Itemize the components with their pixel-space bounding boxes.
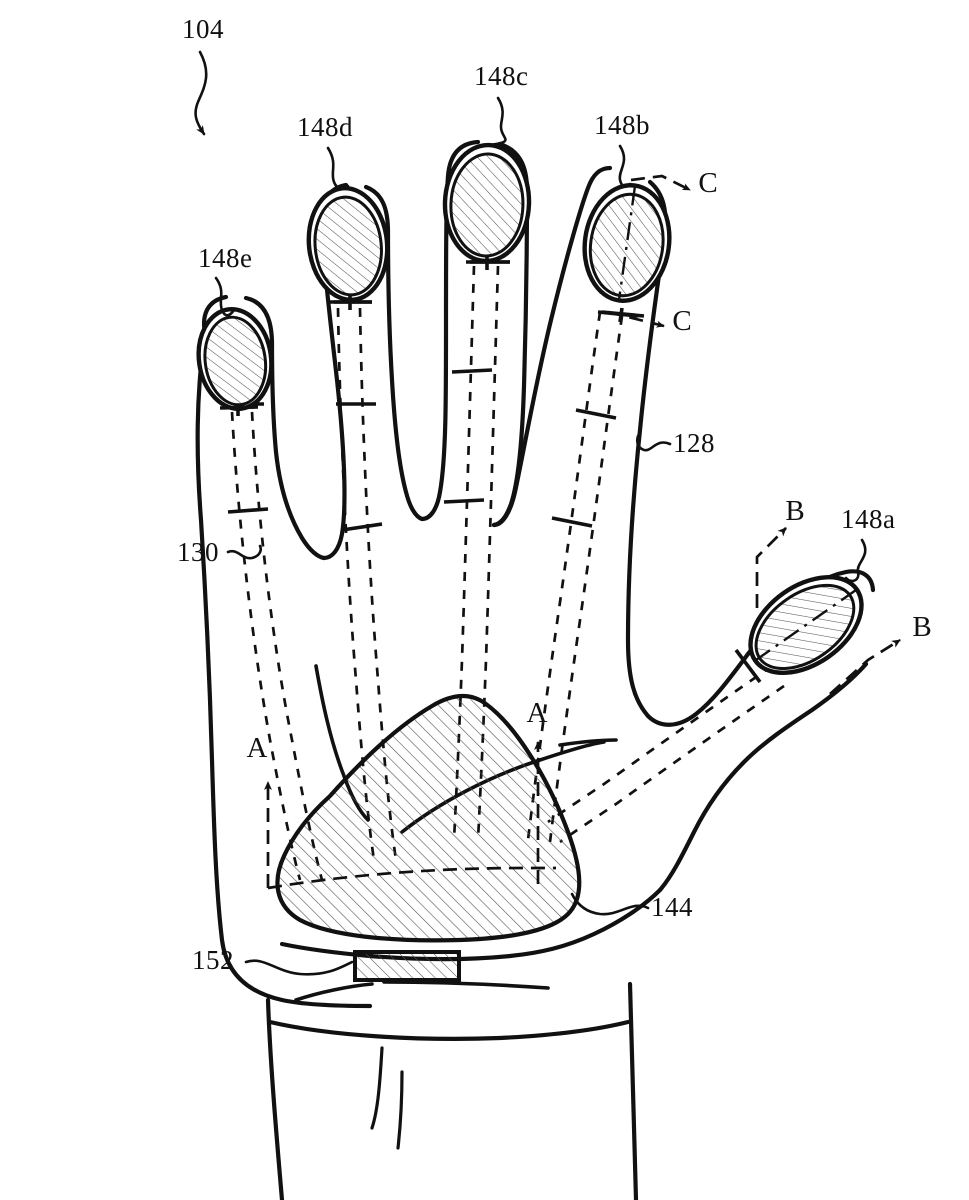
index-inner-edge — [491, 165, 613, 528]
section-aa-line — [267, 866, 556, 890]
wrist-cuff-top — [267, 1019, 631, 1041]
conduit-pinky-a — [230, 411, 302, 881]
conduit-tick-ring-3 — [341, 522, 383, 532]
conduit-tick-middle-3 — [443, 498, 485, 504]
thumb-web — [645, 651, 751, 727]
pad-pinky-connector — [219, 404, 259, 416]
pad-pinky-148e — [196, 307, 274, 411]
hand-silhouette — [195, 330, 373, 1009]
section-c-upper-letter: C — [698, 167, 717, 199]
wrist-right-edge — [627, 981, 639, 1200]
reference-numerals-group: 104 148e 148d 148c 148b 148a 128 130 144… — [177, 14, 895, 976]
ref-leader-152 — [244, 959, 354, 976]
ref-leader-104 — [194, 50, 208, 136]
section-bb-centerline — [754, 588, 858, 662]
conduit-tick-middle-2 — [451, 368, 493, 374]
conduit-pinky-b — [250, 411, 324, 881]
ref-leader-148a — [844, 538, 867, 583]
ref-label-148b: 148b — [594, 110, 650, 140]
pad-wrist-152 — [353, 950, 461, 982]
section-markers-group: A A B B C C — [247, 167, 932, 890]
ref-leader-130 — [226, 544, 263, 560]
wrist-crease-2 — [382, 980, 550, 990]
section-a-right-letter: A — [527, 697, 548, 729]
ref-label-104: 104 — [182, 14, 224, 44]
ref-label-148e: 148e — [198, 243, 252, 273]
ref-label-148a: 148a — [841, 504, 895, 534]
pad-palm-outline — [275, 693, 582, 943]
section-b-upper-letter: B — [785, 495, 804, 527]
section-a-left-letter: A — [247, 732, 268, 764]
section-cc-arrow-lower — [607, 310, 665, 328]
conduit-index-b — [548, 315, 624, 843]
section-b-lower-letter: B — [912, 611, 931, 643]
ref-label-148c: 148c — [474, 61, 528, 91]
section-c-lower-letter: C — [672, 305, 691, 337]
thumb-base-crease — [558, 738, 618, 747]
pad-ring-connector — [330, 296, 372, 310]
pad-wrist-outline — [353, 950, 461, 982]
conduit-tick-index-3 — [551, 516, 593, 528]
middle-outer-edge — [419, 139, 481, 522]
actuator-pads-group — [196, 142, 864, 982]
thumb-lower-edge — [657, 661, 869, 893]
ref-label-128: 128 — [673, 428, 715, 458]
section-bb-arrow-upper — [755, 527, 787, 608]
pad-palm-hatch — [277, 695, 580, 941]
pad-ring-148d — [306, 185, 390, 303]
ref-leader-144 — [570, 892, 650, 916]
wrist-crease-4 — [396, 1070, 404, 1150]
ref-label-152: 152 — [192, 945, 234, 975]
ref-label-148d: 148d — [297, 112, 353, 142]
ref-label-144: 144 — [651, 892, 693, 922]
ref-leader-148b — [618, 144, 632, 188]
pinky-inner-edge — [243, 295, 327, 561]
pad-ring-hatch — [313, 195, 383, 297]
section-bb-arrow-lower — [829, 638, 901, 696]
pad-pinky-hatch — [203, 315, 268, 407]
pad-palm-144 — [275, 693, 582, 943]
wrist-crease-1 — [294, 982, 374, 1002]
pad-index-148b — [582, 183, 672, 303]
conduit-tick-index-2 — [575, 408, 617, 420]
ref-leader-148c — [488, 96, 507, 147]
conduit-tick-pinky-1 — [227, 507, 269, 514]
ref-label-130: 130 — [177, 537, 219, 567]
hand-right-edge — [279, 887, 663, 962]
ref-leader-148d — [326, 146, 350, 190]
pad-wrist-hatch — [355, 952, 459, 980]
ref-leader-148e — [214, 276, 236, 317]
ring-inner-edge — [363, 184, 425, 522]
pad-middle-connector — [466, 256, 510, 270]
pad-thumb-148a — [748, 574, 864, 676]
wrist-crease-3 — [370, 1046, 384, 1130]
conduit-tick-thumb-1 — [734, 648, 762, 684]
pad-middle-hatch — [449, 152, 525, 258]
section-cc-arrow-upper — [630, 174, 691, 192]
wrist-left-edge — [265, 997, 285, 1200]
pad-middle-148c — [442, 142, 532, 264]
fluid-conduits-group — [227, 260, 785, 881]
ref-leader-128 — [635, 434, 672, 452]
